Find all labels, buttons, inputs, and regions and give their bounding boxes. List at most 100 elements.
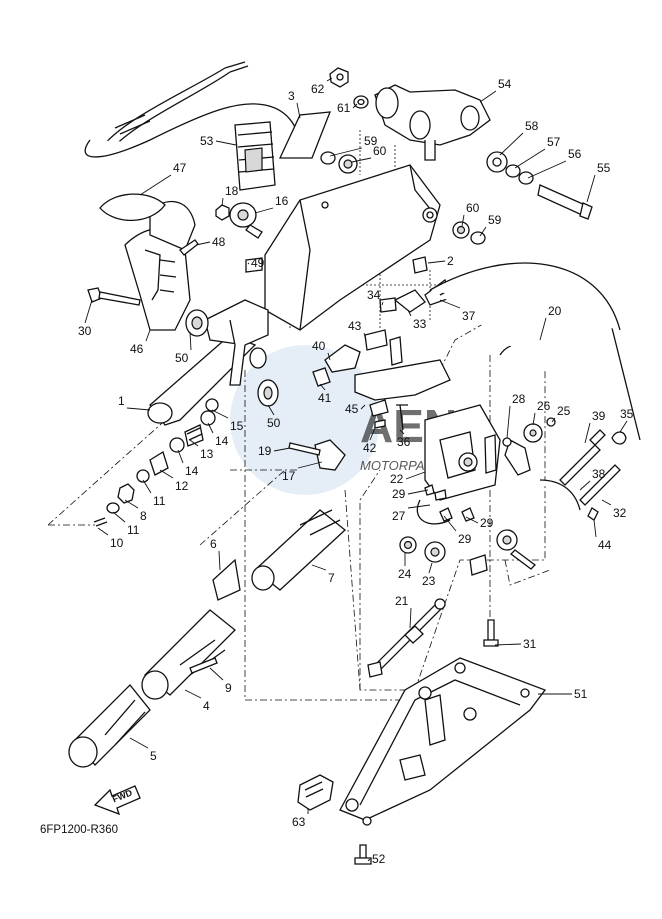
steering-bracket xyxy=(264,164,441,331)
leader-line-53 xyxy=(215,140,237,146)
callout-58: 58 xyxy=(525,119,539,133)
bushing-50-upper-hole xyxy=(191,316,203,330)
leader-line-33 xyxy=(407,309,412,317)
callout-57: 57 xyxy=(547,135,561,149)
callout-32: 32 xyxy=(613,506,627,520)
leader-line-59 xyxy=(479,226,487,237)
callout-23: 23 xyxy=(422,574,436,588)
leader-line-40 xyxy=(327,352,331,361)
callout-31: 31 xyxy=(523,637,537,651)
callout-26: 26 xyxy=(537,399,551,413)
leader-line-14 xyxy=(177,449,184,464)
callout-60: 60 xyxy=(373,144,387,158)
screw-48 xyxy=(179,239,199,256)
callout-59: 59 xyxy=(364,134,378,148)
callout-38: 38 xyxy=(592,467,606,481)
leader-line-62 xyxy=(326,77,333,82)
leader-line-26 xyxy=(532,412,536,426)
clip-63 xyxy=(297,774,334,811)
leader-line-43 xyxy=(363,332,367,341)
leader-line-35 xyxy=(619,420,628,433)
bolt-30 xyxy=(87,287,141,306)
clamp-16 xyxy=(229,202,263,239)
leader-line-37 xyxy=(439,299,461,309)
callout-33: 33 xyxy=(413,317,427,331)
callout-11: 11 xyxy=(153,494,166,508)
leader-line-7 xyxy=(311,564,327,571)
callout-63: 63 xyxy=(292,815,306,829)
leader-line-36 xyxy=(399,429,405,435)
leader-line-1 xyxy=(126,407,151,411)
leader-line-15 xyxy=(211,409,229,419)
callout-44: 44 xyxy=(598,538,612,552)
callout-34: 34 xyxy=(367,288,381,302)
callout-18: 18 xyxy=(225,184,239,198)
leader-line-45 xyxy=(360,404,366,410)
callout-55: 55 xyxy=(597,161,611,175)
leader-line-12 xyxy=(159,469,174,479)
leader-line-8 xyxy=(124,499,139,509)
callout-10: 10 xyxy=(110,536,124,550)
callout-8: 8 xyxy=(140,509,147,523)
grommet-53 xyxy=(234,121,276,191)
leader-line-19 xyxy=(273,447,291,452)
callout-15: 15 xyxy=(230,419,244,433)
callout-40: 40 xyxy=(312,339,326,353)
leader-line-50 xyxy=(189,331,192,351)
bolt-31 xyxy=(483,619,499,647)
leader-line-6 xyxy=(218,550,221,571)
leader-line-49 xyxy=(247,262,250,265)
decal-49 xyxy=(245,257,263,273)
leader-line-2 xyxy=(427,260,446,264)
pivot-bracket-54 xyxy=(359,84,491,175)
leader-line-29 xyxy=(407,489,429,495)
callout-29: 29 xyxy=(458,532,472,546)
leader-line-50 xyxy=(267,404,275,416)
callout-6: 6 xyxy=(210,537,217,551)
callout-14: 14 xyxy=(215,434,229,448)
leader-line-42 xyxy=(369,427,376,441)
callout-2: 2 xyxy=(447,254,454,268)
leader-line-21 xyxy=(409,607,412,629)
callout-11: 11 xyxy=(127,523,140,537)
leader-line-17 xyxy=(297,461,323,469)
leader-line-9 xyxy=(209,667,224,681)
leader-line-22 xyxy=(405,471,426,480)
callout-25: 25 xyxy=(557,404,571,418)
callout-43: 43 xyxy=(348,319,362,333)
leader-line-52 xyxy=(367,858,371,862)
leader-line-23 xyxy=(428,562,433,574)
fwd-arrow-icon: FWD xyxy=(93,785,141,816)
leader-line-41 xyxy=(319,383,326,391)
leader-line-10 xyxy=(97,527,109,536)
callout-21: 21 xyxy=(395,594,409,608)
leader-lines xyxy=(84,77,628,862)
bushing-50-lower-hole xyxy=(263,386,273,400)
leader-line-32 xyxy=(601,499,612,506)
callout-17: 17 xyxy=(282,469,296,483)
leader-line-38 xyxy=(579,480,591,491)
callout-4: 4 xyxy=(203,699,210,713)
callout-24: 24 xyxy=(398,567,412,581)
leader-line-20 xyxy=(539,317,547,341)
tiller-arm-1 xyxy=(147,299,269,426)
callout-50: 50 xyxy=(267,416,281,430)
leader-line-61 xyxy=(352,103,358,109)
leader-line-29 xyxy=(465,516,479,524)
leader-line-59 xyxy=(329,147,363,157)
screw-52 xyxy=(354,844,372,865)
leader-line-18 xyxy=(221,197,224,207)
leader-line-29 xyxy=(443,515,457,532)
nut-18 xyxy=(215,204,230,221)
callout-46: 46 xyxy=(130,342,144,356)
callout-9: 9 xyxy=(225,681,232,695)
leader-line-14 xyxy=(207,422,214,434)
leader-line-13 xyxy=(189,439,199,447)
callout-47: 47 xyxy=(173,161,187,175)
callout-45: 45 xyxy=(345,402,359,416)
callout-29: 29 xyxy=(480,516,494,530)
callout-42: 42 xyxy=(363,441,377,455)
leader-line-56 xyxy=(527,160,567,179)
callout-3: 3 xyxy=(288,89,295,103)
